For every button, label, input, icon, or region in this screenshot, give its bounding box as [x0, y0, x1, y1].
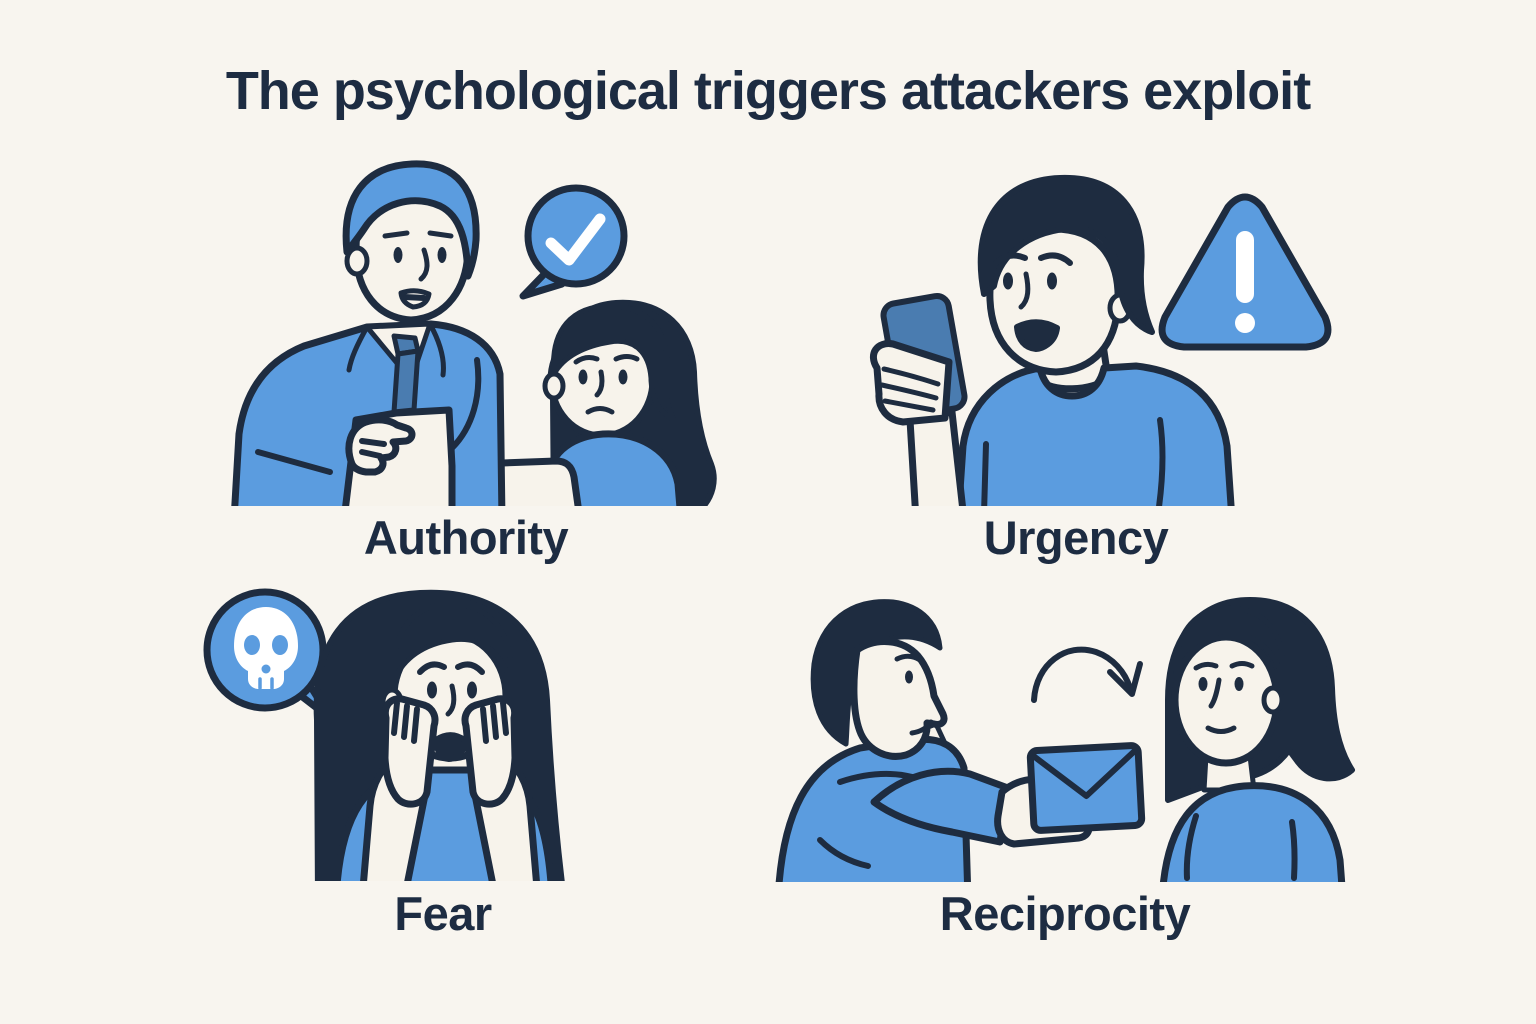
curved-arrow-icon — [1031, 646, 1143, 703]
hair — [810, 599, 943, 747]
envelope-icon — [1026, 742, 1146, 834]
skull-speech-bubble-icon — [203, 588, 335, 723]
skull-icon — [234, 607, 298, 690]
authority-illustration — [231, 160, 717, 506]
authority-man — [231, 160, 506, 506]
checkmark-icon — [545, 213, 606, 266]
hair — [342, 160, 480, 280]
warning-triangle-icon — [1158, 193, 1332, 351]
forearm — [906, 408, 966, 506]
fear-illustration — [203, 588, 565, 881]
page-title: The psychological triggers attackers exp… — [225, 61, 1311, 121]
checkmark-speech-bubble-icon — [519, 184, 628, 300]
worried-mouth — [433, 732, 469, 762]
urgency-illustration — [869, 174, 1332, 506]
fear-woman — [313, 589, 565, 881]
hair — [977, 174, 1155, 335]
label-reciprocity: Reciprocity — [939, 887, 1191, 940]
reciprocity-woman — [1159, 597, 1355, 882]
hand — [381, 695, 439, 808]
hand — [461, 695, 519, 808]
worried-mouth — [1014, 319, 1060, 352]
ear — [542, 371, 566, 401]
label-authority: Authority — [363, 511, 569, 564]
authority-listener-woman — [542, 299, 717, 506]
label-fear: Fear — [394, 887, 492, 940]
label-urgency: Urgency — [983, 511, 1169, 564]
ear — [344, 245, 370, 277]
ear — [1261, 685, 1285, 715]
reciprocity-man — [775, 599, 1109, 882]
urgency-man — [869, 174, 1235, 506]
reciprocity-illustration — [775, 597, 1355, 882]
